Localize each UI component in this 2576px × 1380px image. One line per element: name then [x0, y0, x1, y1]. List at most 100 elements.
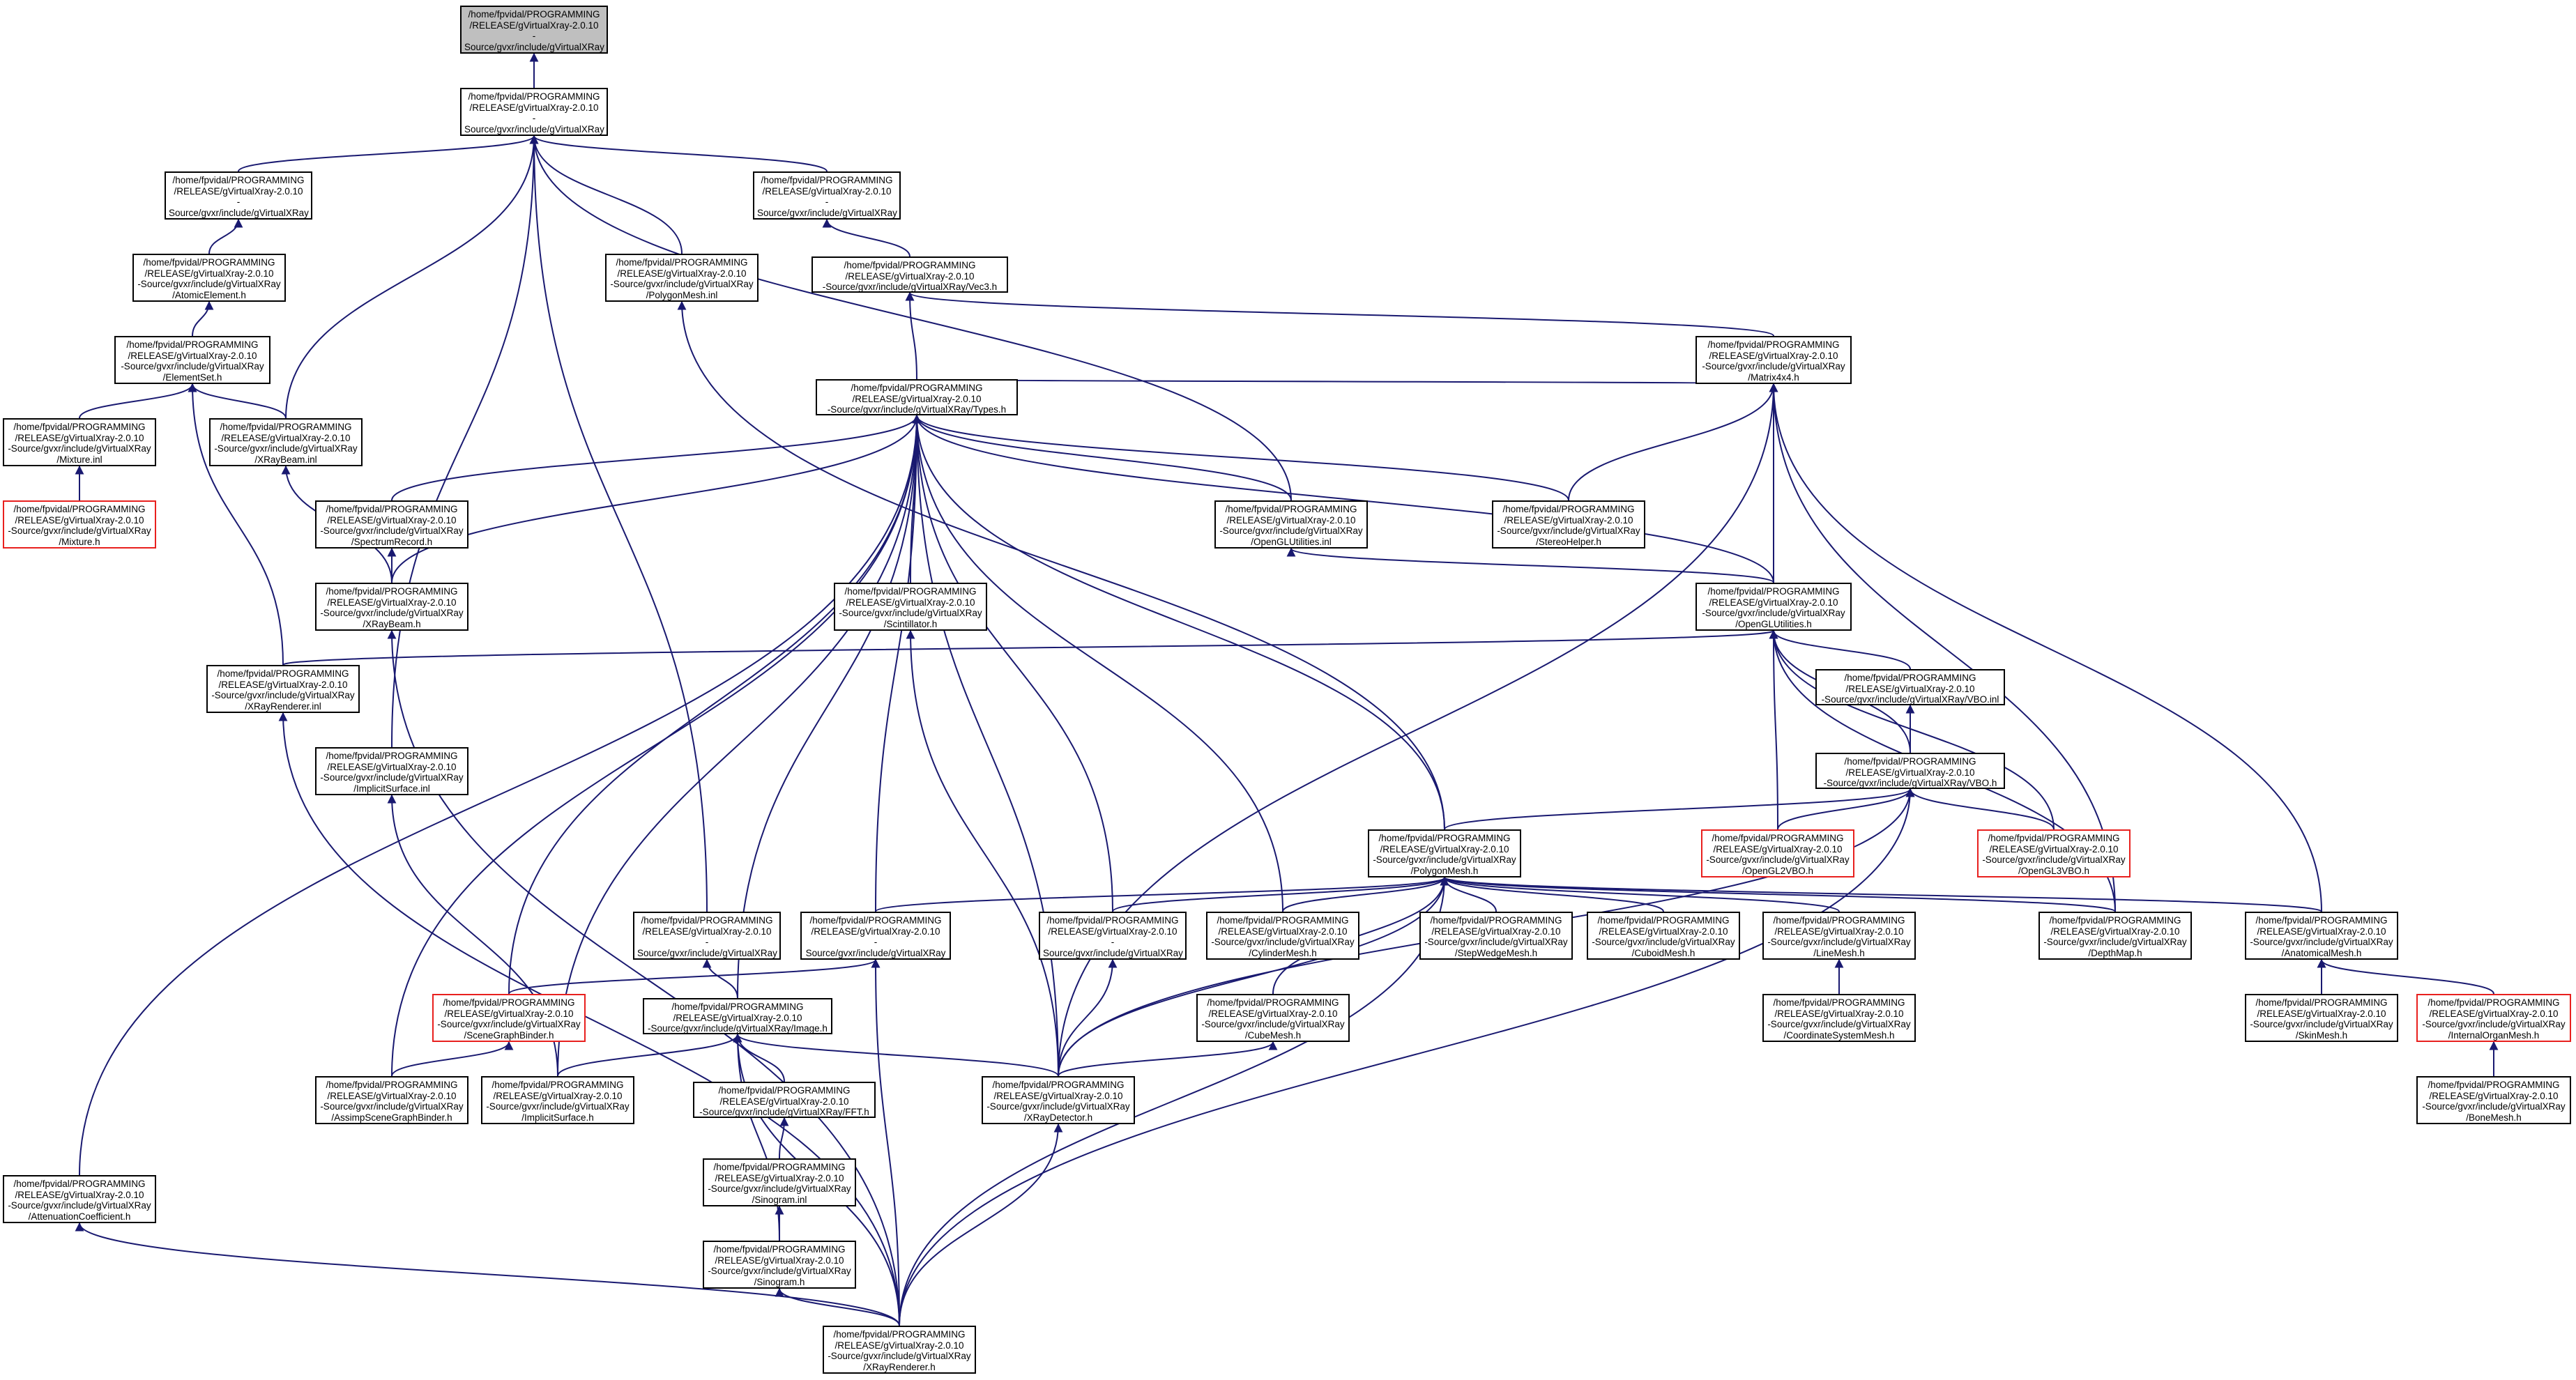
node-opengl3vbo-h[interactable]: /home/fpvidal/PROGRAMMING /RELEASE/gVirt… [1977, 829, 2131, 877]
node-spheremesh-h[interactable]: /home/fpvidal/PROGRAMMING /RELEASE/gVirt… [1039, 912, 1187, 960]
node-opengl2vbo-h[interactable]: /home/fpvidal/PROGRAMMING /RELEASE/gVirt… [1701, 829, 1854, 877]
node-cuboidmesh-h[interactable]: /home/fpvidal/PROGRAMMING /RELEASE/gVirt… [1587, 912, 1740, 960]
dependency-edge [1769, 629, 1778, 830]
dependency-edge [912, 414, 1292, 501]
node-depthmap-h[interactable]: /home/fpvidal/PROGRAMMING /RELEASE/gVirt… [2038, 912, 2192, 960]
dependency-edge [906, 629, 1059, 1077]
dependency-edge [529, 135, 683, 254]
dependency-edge [529, 135, 1292, 501]
dependency-edge [79, 383, 197, 419]
node-elementset-h[interactable]: /home/fpvidal/PROGRAMMING /RELEASE/gVirt… [114, 336, 270, 384]
node-stepwedgemesh-h[interactable]: /home/fpvidal/PROGRAMMING /RELEASE/gVirt… [1419, 912, 1573, 960]
node-openglutilities-inl[interactable]: /home/fpvidal/PROGRAMMING /RELEASE/gVirt… [1214, 500, 1368, 549]
dependency-edge [192, 300, 214, 337]
dependency-edge [1769, 383, 2116, 912]
node-xraybeam-inl[interactable]: /home/fpvidal/PROGRAMMING /RELEASE/gVirt… [209, 418, 363, 466]
node-polygonmesh-inl[interactable]: /home/fpvidal/PROGRAMMING /RELEASE/gVirt… [605, 254, 759, 302]
node-atomicelement-h[interactable]: /home/fpvidal/PROGRAMMING /RELEASE/gVirt… [132, 254, 286, 302]
node-stereohelper-h[interactable]: /home/fpvidal/PROGRAMMING /RELEASE/gVirt… [1492, 500, 1645, 549]
node-assimpscenegraphbinder-h[interactable]: /home/fpvidal/PROGRAMMING /RELEASE/gVirt… [315, 1076, 468, 1124]
node-polygonmesh-h[interactable]: /home/fpvidal/PROGRAMMING /RELEASE/gVirt… [1368, 829, 1521, 877]
dependency-edge [391, 414, 922, 583]
dependency-edge [899, 788, 1915, 1326]
dependency-edge [508, 958, 881, 995]
node-skinmesh-h[interactable]: /home/fpvidal/PROGRAMMING /RELEASE/gVirt… [2245, 994, 2398, 1042]
node-types-h[interactable]: /home/fpvidal/PROGRAMMING /RELEASE/gVirt… [816, 379, 1018, 415]
dependency-edge [875, 876, 1449, 912]
node-mixture-h[interactable]: /home/fpvidal/PROGRAMMING /RELEASE/gVirt… [3, 500, 156, 549]
node-coordinatesystemmesh-h[interactable]: /home/fpvidal/PROGRAMMING /RELEASE/gVirt… [1762, 994, 1916, 1042]
node-cylindermesh-h[interactable]: /home/fpvidal/PROGRAMMING /RELEASE/gVirt… [1206, 912, 1359, 960]
dependency-edge [529, 135, 708, 912]
node-sinogram-inl[interactable]: /home/fpvidal/PROGRAMMING /RELEASE/gVirt… [703, 1158, 856, 1206]
dependency-edge [912, 414, 1569, 501]
dependency-edge [912, 414, 1445, 830]
node-mixture-inl[interactable]: /home/fpvidal/PROGRAMMING /RELEASE/gVirt… [3, 418, 156, 466]
dependency-edge [905, 291, 917, 380]
dependency-edge [2317, 958, 2494, 995]
dependency-edge [1112, 876, 1449, 912]
dependency-edge [822, 218, 910, 257]
node-outofboundsexception-inl[interactable]: /home/fpvidal/PROGRAMMING /RELEASE/gVirt… [460, 6, 608, 54]
node-internalorganmesh-h[interactable]: /home/fpvidal/PROGRAMMING /RELEASE/gVirt… [2416, 994, 2571, 1042]
dependency-edge [1058, 383, 1778, 1077]
dependency-edge [1440, 876, 2322, 912]
node-xraybeam-h[interactable]: /home/fpvidal/PROGRAMMING /RELEASE/gVirt… [315, 583, 468, 631]
node-anatomicalmesh-h[interactable]: /home/fpvidal/PROGRAMMING /RELEASE/gVirt… [2245, 912, 2398, 960]
dependency-edge [779, 1117, 789, 1159]
dependency-edge [391, 1041, 514, 1077]
dependency-edge [899, 876, 1449, 1326]
dependency-edge [75, 1222, 900, 1326]
dependency-edge [875, 414, 922, 912]
node-vec3-h[interactable]: /home/fpvidal/PROGRAMMING /RELEASE/gVirt… [811, 256, 1008, 293]
dependency-edge [912, 414, 1059, 1077]
node-xrayrenderer-inl[interactable]: /home/fpvidal/PROGRAMMING /RELEASE/gVirt… [206, 665, 360, 713]
node-matrix4x4-h[interactable]: /home/fpvidal/PROGRAMMING /RELEASE/gVirt… [1695, 336, 1852, 384]
dependency-edge [79, 414, 922, 1176]
dependency-edge [282, 629, 1778, 666]
node-implicitsurface-inl[interactable]: /home/fpvidal/PROGRAMMING /RELEASE/gVirt… [315, 747, 468, 795]
dependency-edge [1440, 876, 2116, 912]
node-attenuationcoefficient-h[interactable]: /home/fpvidal/PROGRAMMING /RELEASE/gVirt… [3, 1175, 156, 1223]
dependency-edge [775, 1287, 900, 1326]
dependency-edge [737, 414, 922, 999]
node-xrayrenderer-h[interactable]: /home/fpvidal/PROGRAMMING /RELEASE/gVirt… [823, 1326, 976, 1374]
dependency-edge [1058, 876, 1449, 1077]
dependency-edge [912, 414, 1774, 583]
node-vbo-inl[interactable]: /home/fpvidal/PROGRAMMING /RELEASE/gVirt… [1815, 669, 2005, 705]
dependency-edge [916, 374, 1776, 385]
node-cubemesh-h[interactable]: /home/fpvidal/PROGRAMMING /RELEASE/gVirt… [1196, 994, 1350, 1042]
node-outofboundsexception-h[interactable]: /home/fpvidal/PROGRAMMING /RELEASE/gVirt… [460, 88, 608, 136]
node-scenegraphbinder-h[interactable]: /home/fpvidal/PROGRAMMING /RELEASE/gVirt… [432, 994, 586, 1042]
dependency-edge [1058, 1041, 1278, 1077]
dependency-edge [557, 1033, 742, 1077]
dependency-edge [529, 135, 828, 172]
node-image-inl[interactable]: /home/fpvidal/PROGRAMMING /RELEASE/gVirt… [633, 912, 781, 960]
node-spectrumrecord-h[interactable]: /home/fpvidal/PROGRAMMING /RELEASE/gVirt… [315, 500, 468, 549]
dependency-edge [188, 383, 287, 419]
node-bonemesh-h[interactable]: /home/fpvidal/PROGRAMMING /RELEASE/gVirt… [2416, 1076, 2571, 1124]
node-scintillator-h[interactable]: /home/fpvidal/PROGRAMMING /RELEASE/gVirt… [834, 583, 987, 631]
dependency-edge [1769, 629, 2055, 830]
node-fft-h[interactable]: /home/fpvidal/PROGRAMMING /RELEASE/gVirt… [693, 1082, 876, 1118]
node-linemesh-h[interactable]: /home/fpvidal/PROGRAMMING /RELEASE/gVirt… [1762, 912, 1916, 960]
node-openglutilities-h[interactable]: /home/fpvidal/PROGRAMMING /RELEASE/gVirt… [1695, 583, 1852, 631]
dependency-edge [391, 414, 922, 1077]
dependency-edge [285, 135, 539, 419]
node-vbo-h[interactable]: /home/fpvidal/PROGRAMMING /RELEASE/gVirt… [1815, 753, 2005, 789]
dependency-edge [1769, 383, 2322, 912]
node-xraydetector-h[interactable]: /home/fpvidal/PROGRAMMING /RELEASE/gVirt… [982, 1076, 1135, 1124]
dependency-edge [733, 1033, 1059, 1077]
node-implicitsurface-h[interactable]: /home/fpvidal/PROGRAMMING /RELEASE/gVirt… [481, 1076, 634, 1124]
dependency-edge [905, 291, 1774, 337]
node-sinogram-h[interactable]: /home/fpvidal/PROGRAMMING /RELEASE/gVirt… [703, 1241, 856, 1289]
node-scenegraphnode-h[interactable]: /home/fpvidal/PROGRAMMING /RELEASE/gVirt… [800, 912, 951, 960]
dependency-edge [1568, 383, 1778, 501]
dependency-edge [1905, 788, 2055, 830]
node-vec3-inl[interactable]: /home/fpvidal/PROGRAMMING /RELEASE/gVirt… [753, 171, 901, 220]
node-image-h[interactable]: /home/fpvidal/PROGRAMMING /RELEASE/gVirt… [643, 998, 832, 1034]
dependency-edge [733, 1033, 785, 1082]
node-atomicelement-inl[interactable]: /home/fpvidal/PROGRAMMING /RELEASE/gVirt… [165, 171, 312, 220]
dependency-edge [278, 712, 900, 1326]
